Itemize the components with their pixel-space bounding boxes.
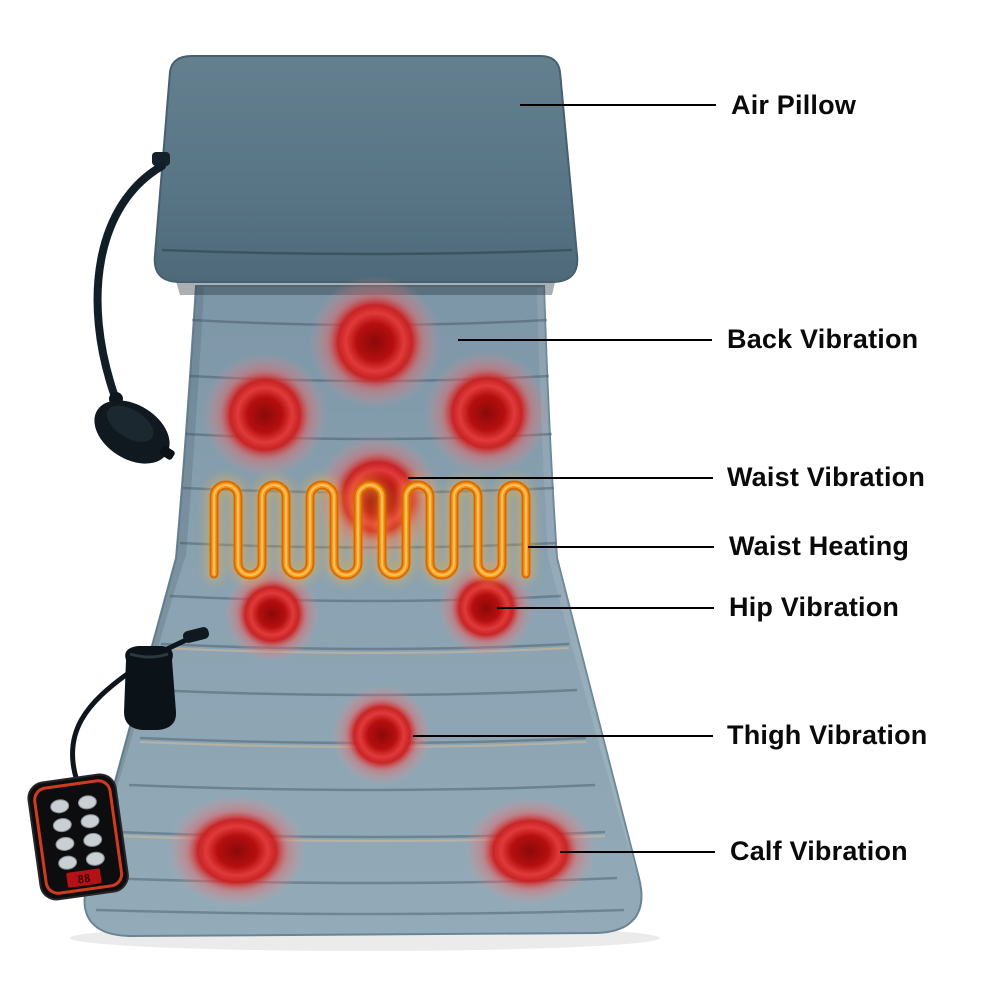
- callout-line-hip-vibration: [497, 607, 714, 609]
- callout-line-waist-heating: [528, 546, 714, 548]
- callout-line-back-vibration: [458, 339, 712, 341]
- vibration-zones: [167, 276, 596, 907]
- vibration-zone-back-left: [203, 353, 327, 477]
- annotation-label-air-pillow: Air Pillow: [731, 90, 857, 120]
- storage-pouch: [124, 646, 177, 730]
- vibration-zone-back-right: [425, 351, 549, 475]
- annotation-label-calf-vibration: Calf Vibration: [730, 836, 908, 866]
- annotation-label-hip-vibration: Hip Vibration: [729, 592, 900, 622]
- annotation-label-waist-heating: Waist Heating: [729, 531, 910, 561]
- remote-button[interactable]: [55, 836, 75, 851]
- annotation-label-waist-vibration: Waist Vibration: [727, 462, 926, 492]
- heating-coil: [206, 477, 534, 583]
- callout-line-air-pillow: [520, 104, 716, 106]
- vibration-zone-back-top: [309, 276, 441, 408]
- remote-cable: [69, 627, 210, 787]
- annotation-label-back-vibration: Back Vibration: [727, 324, 919, 354]
- remote-button[interactable]: [52, 817, 73, 833]
- air-pump-bulb: [94, 400, 175, 464]
- callout-line-calf-vibration: [560, 851, 715, 853]
- vibration-zone-calf-right: [464, 797, 596, 905]
- vibration-zone-hip-right: [438, 560, 534, 656]
- air-pillow: [152, 55, 579, 283]
- vibration-zone-thigh: [332, 685, 432, 785]
- air-tube: [93, 162, 166, 406]
- annotation-label-thigh-vibration: Thigh Vibration: [727, 720, 928, 750]
- remote-button[interactable]: [50, 799, 70, 814]
- callout-line-thigh-vibration: [413, 735, 713, 737]
- remote-display-value: 88: [77, 872, 92, 887]
- remote-button[interactable]: [80, 813, 100, 829]
- remote-button[interactable]: [83, 832, 103, 848]
- callout-line-waist-vibration: [408, 477, 713, 479]
- cable-connector: [182, 627, 210, 643]
- vibration-zone-calf-left: [167, 795, 307, 907]
- remote-display: 88: [66, 868, 102, 888]
- remote-buttons[interactable]: [50, 795, 105, 871]
- remote-button[interactable]: [77, 795, 98, 810]
- pillow-seam: [161, 248, 573, 256]
- remote-button[interactable]: [85, 851, 106, 866]
- air-valve: [152, 152, 170, 166]
- remote-control: 88: [27, 773, 129, 901]
- remote-outline: [33, 779, 124, 895]
- vibration-zone-hip-left: [224, 566, 320, 662]
- remote-button[interactable]: [58, 855, 78, 870]
